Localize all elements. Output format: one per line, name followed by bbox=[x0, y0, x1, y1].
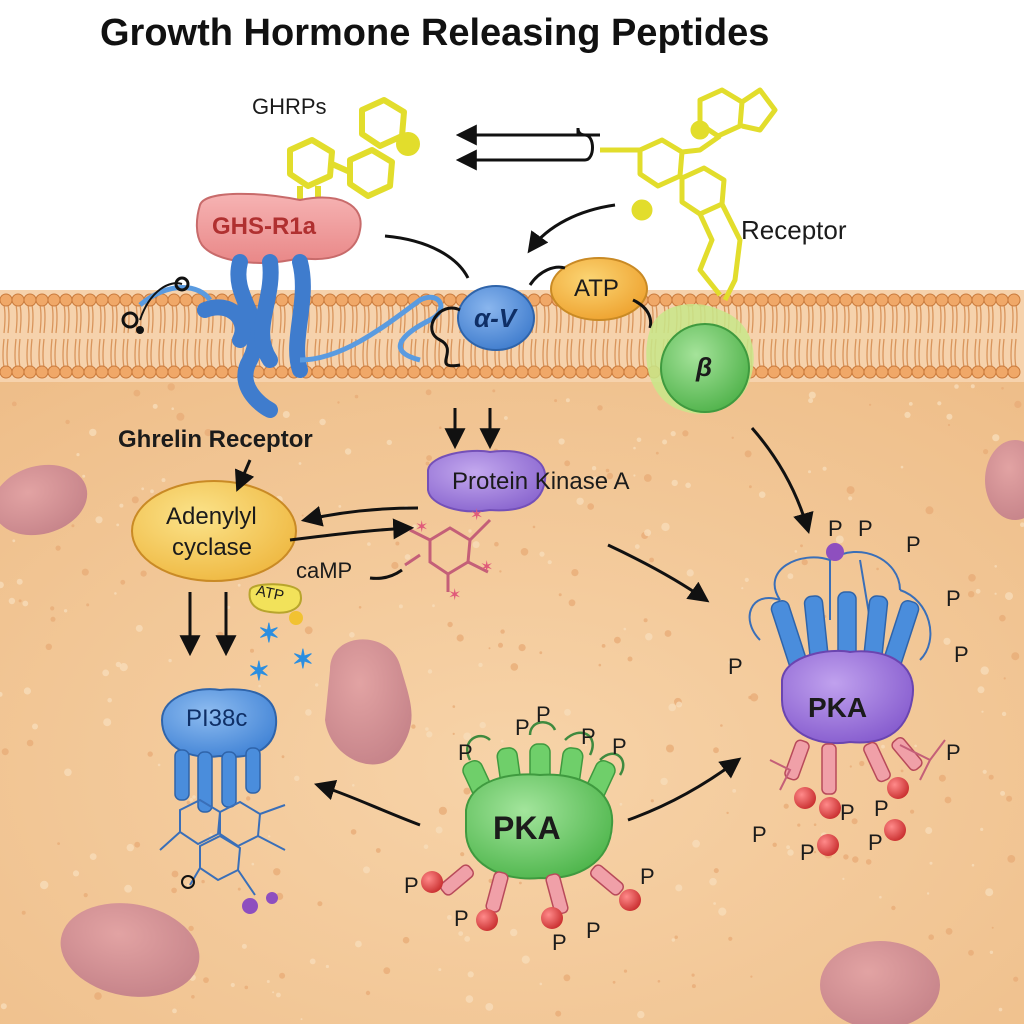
label-alpha-v: α-V bbox=[474, 303, 517, 333]
label-ghrps: GHRPs bbox=[252, 94, 327, 119]
label-ghrelin-receptor: Ghrelin Receptor bbox=[118, 426, 313, 453]
phosphate-label: P bbox=[874, 796, 889, 821]
arrow-pka-pkar bbox=[627, 757, 742, 822]
camp-molecules: ✶ ✶ ✶ bbox=[248, 618, 314, 686]
connector-camp bbox=[369, 568, 403, 580]
phosphate-label: P bbox=[728, 654, 743, 679]
phosphate-label: P bbox=[946, 586, 961, 611]
protein-kinase-a: ✶ ✶ ✶ ✶ bbox=[404, 449, 547, 604]
phosphate-label: P bbox=[906, 532, 921, 557]
phosphate-label: P bbox=[458, 740, 473, 765]
arrow-ghrelin-ac bbox=[234, 459, 255, 492]
svg-text:✶: ✶ bbox=[292, 644, 314, 674]
phosphate-label: P bbox=[515, 715, 530, 740]
svg-text:✶: ✶ bbox=[470, 507, 483, 524]
svg-text:✶: ✶ bbox=[448, 587, 461, 604]
arrow-pka-pi bbox=[313, 779, 421, 827]
svg-text:✶: ✶ bbox=[480, 559, 493, 576]
beta-subunit bbox=[646, 304, 754, 414]
phosphate-label: P bbox=[840, 800, 855, 825]
ghs-r1a-receptor bbox=[121, 192, 444, 418]
connector-alpha-atp bbox=[528, 265, 566, 286]
phosphate-label: P bbox=[536, 702, 551, 727]
phosphate-label: P bbox=[612, 734, 627, 759]
label-pka-right: PKA bbox=[808, 692, 868, 723]
phosphate-label: P bbox=[800, 840, 815, 865]
label-adenylyl: Adenylyl bbox=[166, 503, 257, 530]
vesicles bbox=[0, 440, 1024, 1024]
svg-text:✶: ✶ bbox=[248, 656, 270, 686]
arrow-ac-pka bbox=[289, 518, 415, 542]
page-title: Growth Hormone Releasing Peptides bbox=[100, 12, 770, 54]
phosphate-label: P bbox=[581, 724, 596, 749]
pka-right bbox=[748, 543, 946, 856]
ghrp-ligand bbox=[287, 97, 420, 200]
label-receptor: Receptor bbox=[741, 215, 847, 245]
atp-tag bbox=[248, 583, 303, 625]
phosphate-label: P bbox=[828, 516, 843, 541]
phosphate-label: P bbox=[640, 864, 655, 889]
label-atp: ATP bbox=[574, 275, 619, 302]
arrow-pka-ac bbox=[300, 506, 419, 527]
label-pka-bottom: PKA bbox=[493, 810, 561, 846]
phosphate-label: P bbox=[552, 930, 567, 955]
phosphate-label: P bbox=[586, 918, 601, 943]
phosphate-label: P bbox=[858, 516, 873, 541]
ligand-chain bbox=[600, 87, 778, 302]
arrow-to-alpha bbox=[527, 203, 616, 254]
phosphate-label: P bbox=[752, 822, 767, 847]
phosphate-label: P bbox=[954, 642, 969, 667]
label-cyclase: cyclase bbox=[172, 534, 253, 561]
connector-ghs-alpha bbox=[384, 234, 470, 279]
pka-bottom bbox=[421, 721, 641, 931]
arrow-beta-pka bbox=[750, 427, 814, 535]
label-ghs-r1a: GHS-R1a bbox=[212, 213, 317, 240]
svg-text:✶: ✶ bbox=[415, 519, 428, 536]
label-beta: β bbox=[696, 352, 713, 382]
phosphate-label: P bbox=[404, 873, 419, 898]
pathway-arrows bbox=[179, 124, 814, 827]
label-protein-kinase-a: Protein Kinase A bbox=[452, 468, 630, 495]
label-pi38c: PI38c bbox=[186, 705, 248, 732]
svg-text:✶: ✶ bbox=[258, 618, 280, 648]
phosphate-label: P bbox=[454, 906, 469, 931]
alpha-v-subunit bbox=[430, 285, 535, 368]
extracellular-space bbox=[0, 0, 1024, 290]
phosphate-label: P bbox=[946, 740, 961, 765]
phosphate-label: P bbox=[868, 830, 883, 855]
atp-node bbox=[550, 257, 653, 329]
adenylyl-cyclase bbox=[131, 480, 297, 582]
arrow-pka-pka bbox=[607, 543, 710, 603]
label-camp: caMP bbox=[296, 558, 353, 583]
pi38c-protein bbox=[159, 688, 286, 914]
